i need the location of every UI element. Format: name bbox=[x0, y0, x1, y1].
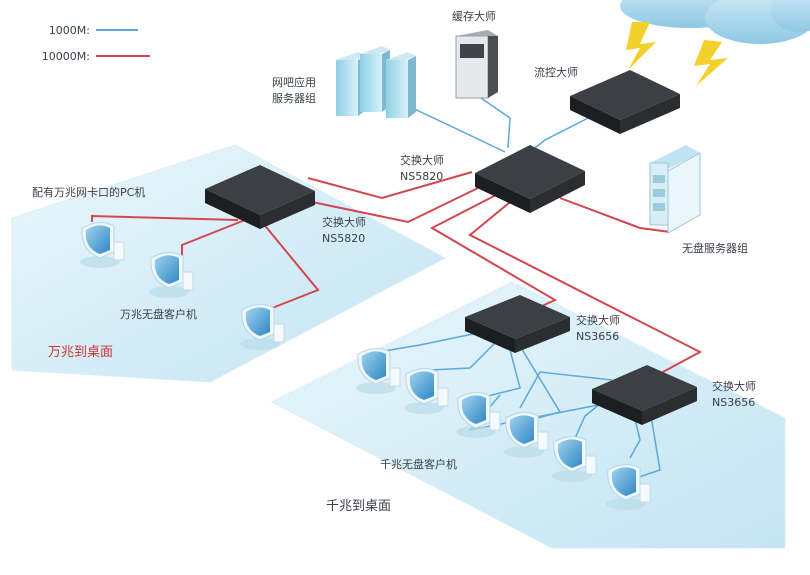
links-10000m bbox=[91, 171, 703, 381]
client-computer-icon bbox=[404, 368, 449, 414]
left-switch-icon bbox=[205, 165, 315, 229]
label-line: NS3656 bbox=[712, 396, 755, 409]
switch-3656-a-label: 交换大师 NS3656 bbox=[576, 313, 620, 343]
label-line: 交换大师 bbox=[322, 215, 366, 229]
tenG-zone-platform bbox=[11, 144, 447, 383]
lightning-icon bbox=[626, 22, 656, 70]
server-group-icon bbox=[336, 46, 416, 118]
legend-item-1000m: 1000M: bbox=[49, 24, 138, 37]
legend-label-1000m: 1000M: bbox=[49, 24, 90, 37]
label-line: 网吧应用 bbox=[272, 75, 316, 89]
label-line: NS5820 bbox=[322, 232, 365, 245]
label-line: 服务器组 bbox=[272, 91, 316, 105]
client-computer-icon bbox=[456, 392, 501, 438]
legend-label-10000m: 10000M: bbox=[42, 50, 90, 63]
core-switch-label: 交换大师 NS5820 bbox=[400, 153, 444, 183]
core-switch-icon bbox=[475, 145, 585, 213]
label-line: 交换大师 bbox=[400, 153, 444, 167]
left-switch-label: 交换大师 NS5820 bbox=[322, 215, 366, 245]
client-computer-icon bbox=[356, 348, 401, 394]
label-line: NS3656 bbox=[576, 330, 619, 343]
diskless-server-icon bbox=[649, 145, 701, 234]
tenG-clients-label: 万兆无盘客户机 bbox=[120, 307, 197, 321]
lightning-icon bbox=[694, 40, 728, 86]
client-machines bbox=[80, 222, 651, 510]
legend-item-10000m: 10000M: bbox=[42, 50, 150, 63]
label-line: 交换大师 bbox=[576, 313, 620, 327]
client-computer-icon bbox=[606, 464, 651, 510]
diskless-servers-label: 无盘服务器组 bbox=[682, 241, 748, 255]
label-line: 交换大师 bbox=[712, 379, 756, 393]
cache-master-label: 缓存大师 bbox=[452, 9, 496, 23]
client-computer-icon bbox=[240, 304, 285, 350]
cloud-icon bbox=[620, 0, 810, 44]
netbar-app-servers-label: 网吧应用服务器组 bbox=[272, 75, 316, 105]
oneG-clients-label: 千兆无盘客户机 bbox=[380, 457, 457, 471]
flow-master-label: 流控大师 bbox=[534, 65, 578, 79]
pc-with-10g-nic-label: 配有万兆网卡口的PC机 bbox=[32, 185, 145, 199]
client-computer-icon bbox=[149, 252, 194, 298]
client-computer-icon bbox=[552, 436, 597, 482]
client-computer-icon bbox=[504, 412, 549, 458]
access-switch-icon-b bbox=[592, 365, 697, 425]
label-line: NS5820 bbox=[400, 170, 443, 183]
cache-server-icon bbox=[455, 30, 498, 99]
access-switch-icon-a bbox=[465, 295, 570, 353]
switch-3656-b-label: 交换大师 NS3656 bbox=[712, 379, 756, 409]
oneG-zone-title: 千兆到桌面 bbox=[326, 499, 391, 514]
tenG-zone-title: 万兆到桌面 bbox=[48, 345, 113, 360]
legend: 1000M: 10000M: bbox=[42, 24, 150, 63]
client-computer-icon bbox=[80, 222, 125, 268]
flow-control-switch-icon bbox=[570, 70, 680, 134]
